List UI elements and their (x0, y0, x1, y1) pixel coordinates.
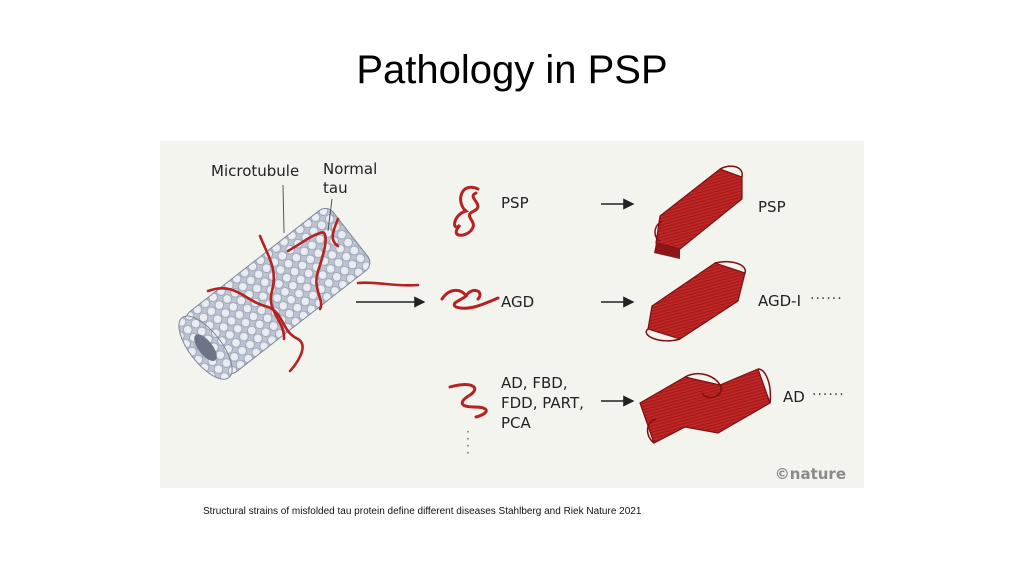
agd-misfolded-tau (440, 288, 500, 310)
tau-strains-figure: Microtubule Normal tau PSP AGD AD, FBD, … (160, 141, 864, 488)
microtubule-leader-line (282, 184, 285, 234)
nature-credit: ©nature (774, 465, 846, 483)
tau-strand-4 (331, 217, 340, 248)
tau-strand-1 (206, 286, 304, 373)
more-strains-vertical-ellipsis: · · · · (466, 425, 470, 460)
figure-caption: Structural strains of misfolded tau prot… (203, 506, 642, 517)
psp-misfolded-tau (453, 185, 480, 237)
ad-right-ellipsis: ······ (812, 387, 845, 403)
figure-illustration (178, 165, 772, 444)
normal-tau-label: Normal tau (323, 160, 378, 197)
agd-left-label: AGD (501, 293, 535, 311)
agd-fibril (645, 261, 747, 342)
psp-fibril (654, 165, 743, 259)
tau-strand-2 (258, 234, 286, 341)
microtubule-label: Microtubule (211, 162, 300, 180)
psp-right-label: PSP (758, 198, 786, 216)
free-tau-strand (356, 281, 420, 287)
tau-leader-line (327, 198, 333, 232)
ad-right-label: AD (783, 388, 805, 406)
normal-tau-strands (206, 217, 340, 373)
psp-left-label: PSP (501, 194, 529, 212)
ad-misfolded-tau (448, 383, 488, 419)
slide-title: Pathology in PSP (356, 48, 668, 92)
agd-right-ellipsis: ······ (810, 291, 843, 307)
agd-right-label: AGD-I (758, 292, 802, 310)
tau-strand-3 (286, 231, 327, 311)
ad-fibril (639, 368, 772, 444)
ad-group-label: AD, FBD, FDD, PART, PCA (501, 374, 584, 432)
